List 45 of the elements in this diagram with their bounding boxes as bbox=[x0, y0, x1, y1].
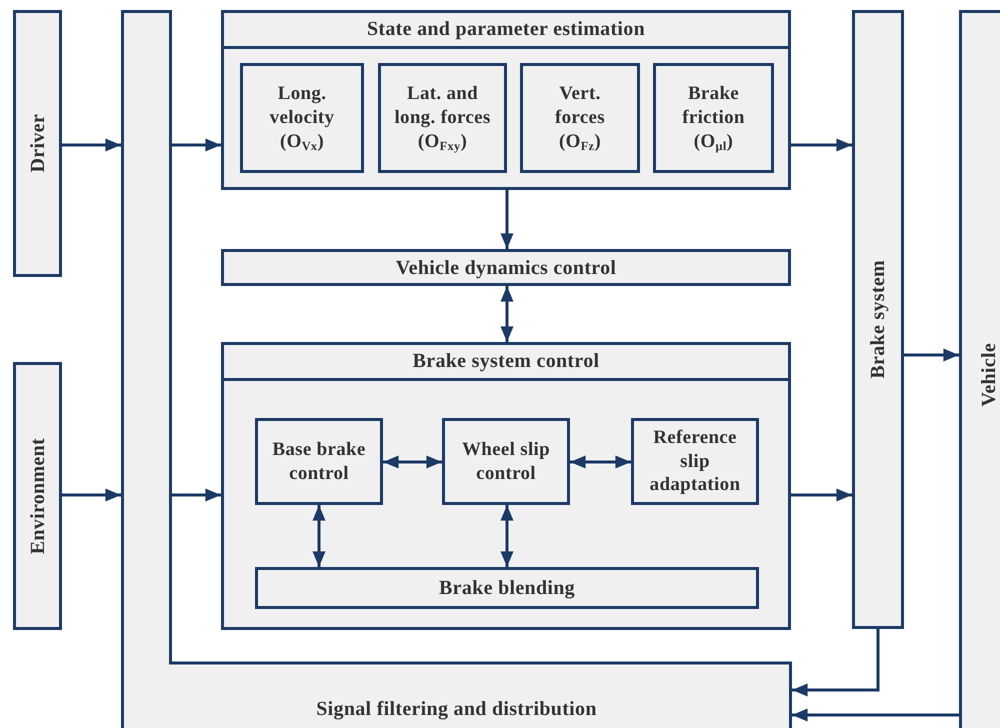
node-label: Driver bbox=[26, 114, 50, 173]
node-label: Vehicle bbox=[977, 343, 1000, 407]
node-label: Signal filtering and distribution bbox=[315, 697, 598, 722]
arrow bbox=[792, 629, 880, 696]
node-label: Reference slip adaptation bbox=[648, 426, 742, 498]
arrow bbox=[500, 190, 514, 249]
node-label: Vert. forces (O$_{Fz}$) bbox=[554, 82, 606, 154]
process-box bbox=[653, 63, 774, 173]
arrow bbox=[383, 456, 442, 468]
node-label: Lat. and long. forces (O$_{Fxy}$) bbox=[393, 82, 492, 154]
arrow bbox=[791, 488, 852, 502]
arrow bbox=[904, 348, 959, 362]
node-label: Vehicle dynamics control bbox=[396, 256, 616, 280]
node-label: Long. velocity (O$_{Vx}$) bbox=[268, 82, 336, 154]
process-box bbox=[520, 63, 640, 173]
block bbox=[852, 10, 904, 629]
arrow bbox=[62, 138, 121, 152]
arrow bbox=[500, 286, 514, 342]
arrow bbox=[792, 708, 959, 722]
process-box bbox=[255, 418, 383, 505]
node-label: Brake system control bbox=[224, 345, 788, 381]
arrow bbox=[500, 505, 514, 567]
node-label: State and parameter estimation bbox=[224, 13, 788, 49]
arrow bbox=[172, 488, 221, 502]
node-label: Brake friction (O$_{μl}$) bbox=[681, 82, 746, 154]
arrow bbox=[312, 505, 326, 567]
node-label: Environment bbox=[26, 438, 50, 554]
node-label: Brake blending bbox=[439, 576, 575, 600]
arrow bbox=[570, 456, 631, 468]
group-box bbox=[221, 342, 791, 630]
node-label: Base brake control bbox=[271, 438, 367, 486]
node-label: Brake system bbox=[866, 260, 890, 379]
group-box bbox=[221, 10, 791, 190]
arrow bbox=[62, 488, 121, 502]
arrow bbox=[791, 138, 852, 152]
process-box bbox=[240, 63, 364, 173]
process-box bbox=[442, 418, 570, 505]
process-bar bbox=[221, 249, 791, 286]
process-box bbox=[631, 418, 759, 505]
block bbox=[13, 362, 62, 630]
block bbox=[13, 10, 62, 277]
process-box bbox=[378, 63, 507, 173]
arrow bbox=[172, 138, 221, 152]
process-bar bbox=[255, 567, 759, 609]
node-label: Wheel slip control bbox=[461, 438, 551, 486]
